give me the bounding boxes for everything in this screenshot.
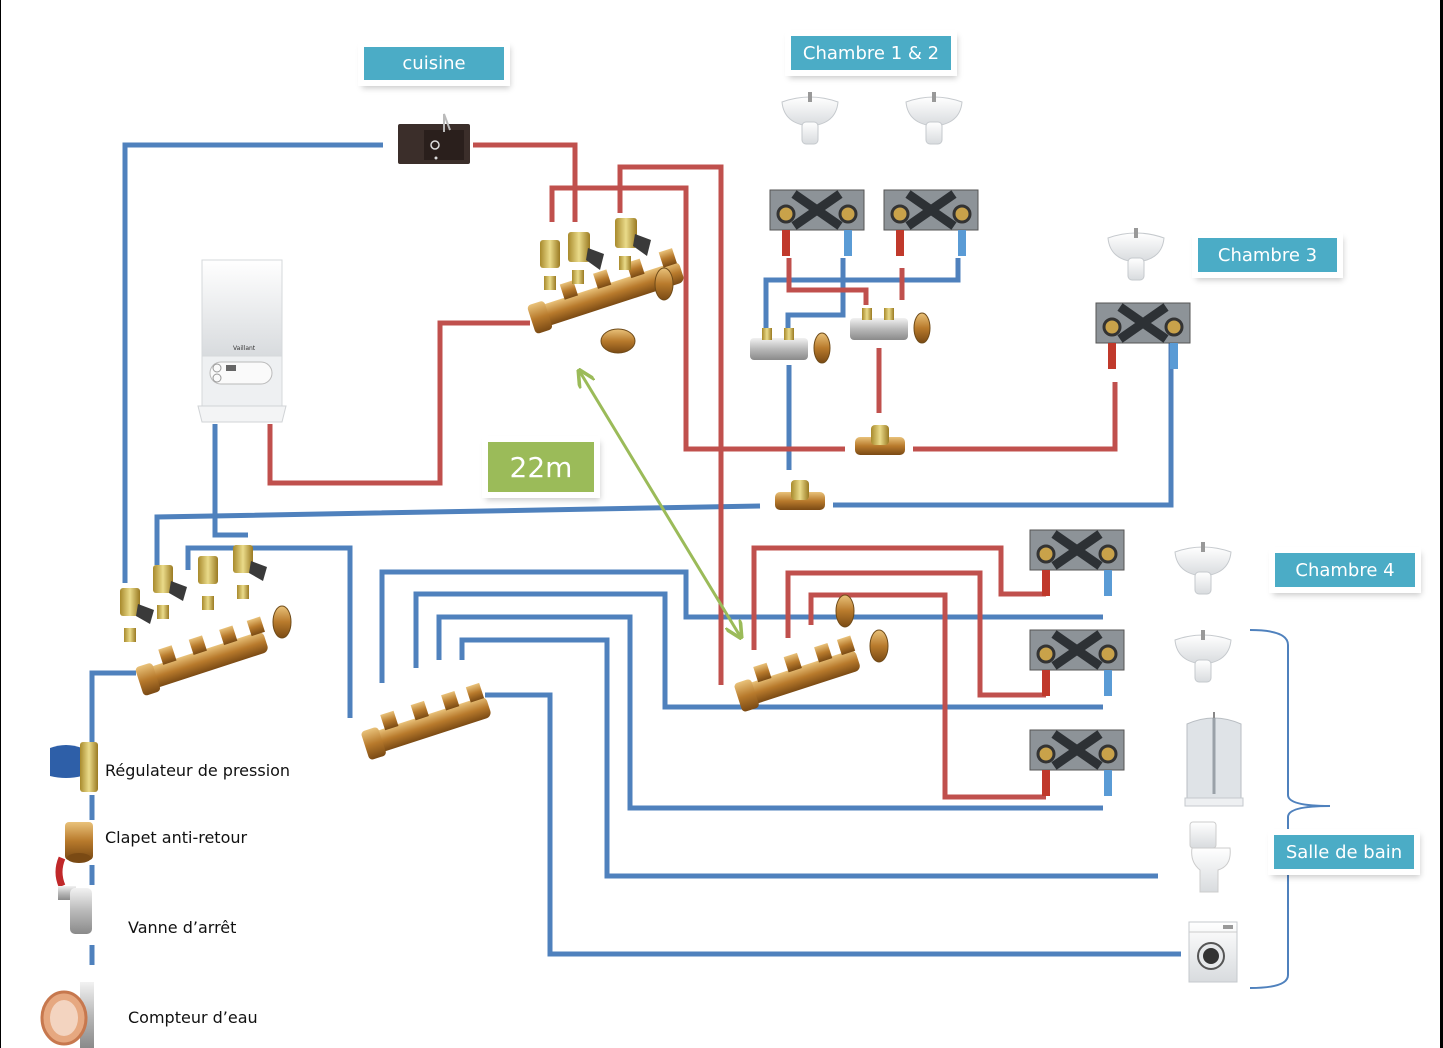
end-cap — [272, 605, 292, 639]
svg-text:Vaillant: Vaillant — [233, 345, 256, 352]
cold-pipe-tee-to-chambre3 — [833, 342, 1174, 508]
boiler-icon: Vaillant — [197, 259, 287, 423]
hot-pipe-boiler-to-manifold — [267, 320, 530, 486]
end-cap — [835, 594, 855, 628]
washbasin-icon — [1174, 630, 1232, 683]
ball-valve — [233, 545, 267, 599]
washbasin-icon — [781, 92, 839, 145]
cold-pipe-ch12-b — [785, 258, 846, 330]
wall-plates — [769, 189, 1191, 796]
ball-valve — [540, 240, 560, 290]
washbasin-icon — [1174, 542, 1232, 595]
ball-valve — [615, 218, 651, 270]
tee-fitting-hot — [855, 425, 905, 455]
check-valve-icon — [65, 822, 93, 863]
washbasins — [781, 92, 1232, 683]
wall-plate-icon — [1029, 529, 1125, 596]
room-label-chambre-3: Chambre 3 — [1192, 232, 1343, 278]
cold-pipe-kitchen — [122, 142, 383, 583]
ball-valve — [153, 565, 187, 619]
cold-pipe-sdb-washer — [485, 692, 1181, 957]
cold-pipe-ch12-a — [763, 258, 961, 330]
kitchen-sink-icon — [398, 113, 470, 164]
end-cap — [654, 267, 674, 301]
cold-pipe-main-to-tee — [154, 503, 761, 565]
cold-pipe-ch4 — [379, 569, 1103, 683]
cold-manifold-main — [120, 545, 292, 696]
hot-water-pipes — [267, 142, 1118, 800]
hot-pipe-sdb-basin — [785, 570, 1046, 698]
hot-pipe-tee-to-chambre3 — [913, 382, 1118, 452]
distance-arrow — [580, 372, 740, 636]
ball-valve — [120, 588, 154, 642]
hot-pipe-ch4 — [751, 545, 1046, 650]
room-label-salle-de-bain: Salle de bain — [1268, 829, 1420, 875]
room-label-cuisine: cuisine — [358, 41, 510, 86]
hot-manifold-main — [527, 218, 684, 354]
end-cap — [600, 328, 636, 354]
toilet-icon — [1189, 821, 1231, 893]
cold-pipe-to-manifold2 — [185, 545, 353, 718]
ball-valve — [568, 232, 604, 284]
wall-plate-icon — [769, 189, 865, 256]
hot-pipe-sdb-shower — [808, 592, 1046, 800]
tee-fitting-cold — [775, 480, 825, 510]
salle-de-bain-brace — [1249, 629, 1331, 989]
room-label-chambre-4: Chambre 4 — [1269, 547, 1421, 593]
hot-pipe-ch12-a — [786, 258, 869, 305]
water-meter-icon — [40, 982, 94, 1048]
distance-label: 22m — [482, 436, 600, 498]
cold-pipe-sdb-shower — [436, 614, 1103, 811]
wall-plate-icon — [1095, 302, 1191, 369]
shutoff-valve-icon — [55, 856, 92, 934]
shower-cabin-icon — [1184, 712, 1244, 807]
legend-label-check-valve: Clapet anti-retour — [105, 828, 248, 847]
washbasin-icon — [905, 92, 963, 145]
pressure-regulator-icon — [50, 742, 98, 792]
chrome-manifold — [850, 308, 931, 344]
legend-label-water-meter: Compteur d’eau — [128, 1008, 258, 1027]
end-cap — [869, 629, 889, 663]
wall-plate-icon — [883, 189, 979, 256]
wall-plate-icon — [1029, 629, 1125, 696]
cold-manifold-secondary — [361, 682, 491, 760]
hot-manifold-secondary — [734, 594, 889, 712]
legend-label-shutoff-valve: Vanne d’arrêt — [128, 918, 237, 937]
wall-plate-icon — [1029, 729, 1125, 796]
washing-machine-icon — [1188, 921, 1238, 983]
cold-pipe-boiler — [212, 424, 248, 538]
cold-pipe-main-inlet — [89, 670, 136, 745]
room-label-chambre-1-2: Chambre 1 & 2 — [785, 30, 957, 76]
hot-pipe-kitchen — [473, 142, 578, 222]
chrome-manifold — [750, 328, 831, 364]
legend-label-pressure-regulator: Régulateur de pression — [105, 761, 291, 780]
ball-valve — [198, 556, 218, 610]
washbasin-icon — [1107, 228, 1165, 281]
